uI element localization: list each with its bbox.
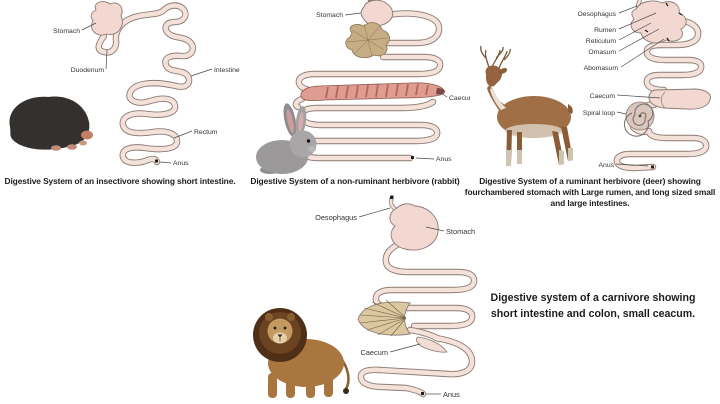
label-oesophagus: Oesophagus bbox=[577, 11, 616, 18]
label-duodenum: Duodenum bbox=[71, 67, 105, 74]
label-anus: Anus bbox=[436, 156, 452, 163]
lion-leader-lines bbox=[358, 207, 445, 395]
label-anus: Anus bbox=[443, 390, 460, 399]
deer-digestive-diagram: Oesophagus Rumen Reticulum Omasum Abomas… bbox=[480, 0, 711, 174]
mole-intestine-tract bbox=[90, 1, 193, 163]
label-rumen: Rumen bbox=[594, 27, 616, 34]
label-omasum: Omasum bbox=[588, 49, 616, 56]
label-oesophagus: Oesophagus bbox=[315, 213, 357, 222]
lion-colon-fan-shape bbox=[357, 299, 411, 337]
label-rectum: Rectum bbox=[194, 129, 218, 136]
panel-carnivore: Oesophagus Stomach Caecum Anus bbox=[240, 195, 720, 404]
panel-non-ruminant: Stomach Caecum Anus bbox=[240, 0, 470, 174]
label-stomach: Stomach bbox=[446, 227, 475, 236]
panel-insectivore: Stomach Duodenum Intestine Rectum Anus bbox=[0, 0, 240, 174]
label-caecum: Caecum bbox=[449, 95, 470, 102]
insectivore-leader-lines bbox=[81, 22, 213, 164]
rabbit-leader-lines bbox=[344, 12, 448, 160]
label-intestine: Intestine bbox=[214, 67, 240, 74]
rabbit-stomach-shape bbox=[360, 0, 394, 26]
insectivore-digestive-diagram: Stomach Duodenum Intestine Rectum Anus bbox=[9, 1, 240, 167]
rabbit-illustration bbox=[256, 103, 317, 174]
caption-carnivore: Digestive system of a carnivore showing … bbox=[490, 292, 696, 320]
label-abomasum: Abomasum bbox=[584, 65, 619, 72]
lion-intestine-tract bbox=[357, 195, 474, 395]
label-caecum: Caecum bbox=[590, 93, 616, 100]
label-reticulum: Reticulum bbox=[586, 38, 617, 45]
deer-intestine-tract bbox=[617, 0, 711, 169]
label-anus: Anus bbox=[599, 162, 615, 169]
deer-leader-lines bbox=[615, 5, 665, 167]
label-caecum: Caecum bbox=[360, 348, 388, 357]
label-anus: Anus bbox=[173, 160, 189, 167]
deer-stomach-shape bbox=[630, 0, 687, 44]
rabbit-caecum-shape bbox=[300, 82, 446, 101]
lion-digestive-diagram: Oesophagus Stomach Caecum Anus bbox=[253, 195, 720, 399]
lion-oesophagus-tip bbox=[390, 196, 393, 199]
deer-illustration bbox=[480, 45, 573, 166]
caption-non-ruminant: Digestive System of a non-ruminant herbi… bbox=[250, 176, 460, 186]
rabbit-digestive-diagram: Stomach Caecum Anus bbox=[256, 0, 470, 174]
lion-stomach-shape bbox=[389, 203, 439, 251]
lion-caecum-shape bbox=[415, 336, 448, 353]
caption-insectivore: Digestive System of an insectivore showi… bbox=[4, 176, 236, 186]
label-stomach: Stomach bbox=[53, 28, 80, 35]
deer-anus-tip bbox=[651, 165, 654, 169]
rabbit-gland-structure bbox=[345, 22, 390, 59]
lion-anus-tip bbox=[421, 392, 424, 395]
mole-illustration bbox=[9, 96, 93, 151]
caption-ruminant: Digestive System of a ruminant herbivore… bbox=[464, 176, 716, 209]
label-stomach: Stomach bbox=[316, 12, 343, 19]
lion-illustration bbox=[253, 308, 350, 398]
deer-stomach-chamber-marks bbox=[644, 2, 683, 42]
mole-anus-tip bbox=[155, 159, 158, 163]
label-spiral-loop: Spiral loop bbox=[583, 110, 615, 117]
deer-spiral-loop-shape bbox=[623, 101, 655, 137]
rabbit-anus-tip bbox=[411, 156, 414, 159]
mole-stomach-shape bbox=[90, 1, 123, 36]
deer-caecum-shape bbox=[648, 88, 711, 110]
rabbit-intestine-tract bbox=[296, 0, 446, 159]
panel-ruminant: Oesophagus Rumen Reticulum Omasum Abomas… bbox=[460, 0, 720, 174]
